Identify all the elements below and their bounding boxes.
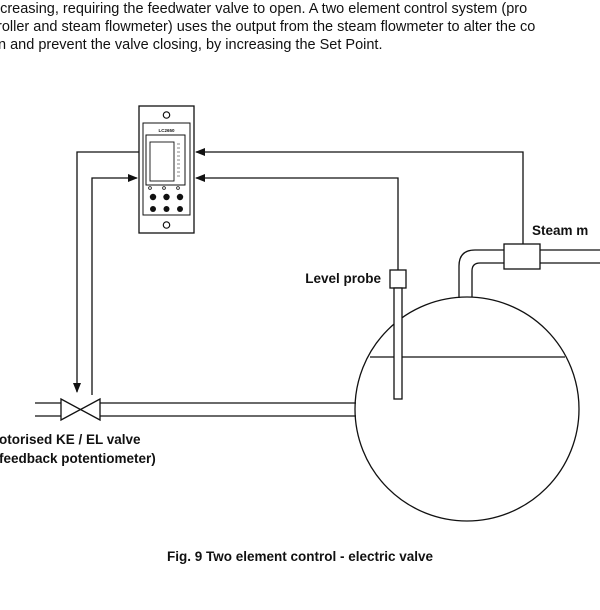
- flowmeter-signal: [195, 148, 524, 248]
- level-probe-icon: [389, 269, 407, 400]
- button-6: [177, 206, 183, 212]
- button-1: [149, 193, 157, 201]
- figure-caption: Fig. 9 Two element control - electric va…: [167, 549, 434, 564]
- button-5: [163, 206, 170, 212]
- led-indicators: [148, 186, 180, 190]
- steam-flowmeter-label: Steam m: [532, 223, 588, 238]
- steam-pipe: [458, 249, 600, 298]
- display-screen: [149, 141, 175, 182]
- mounting-screw-top: [162, 111, 171, 119]
- valve-icon: [60, 397, 101, 422]
- button-4: [150, 206, 156, 212]
- steam-flowmeter-icon: [503, 243, 541, 270]
- description-paragraph: ecreasing, requiring the feedwater valve…: [0, 0, 600, 54]
- level-probe-label: Level probe: [305, 271, 381, 286]
- feedwater-pipe: [35, 402, 356, 417]
- control-buttons: [149, 193, 184, 212]
- button-3: [176, 193, 184, 201]
- button-2: [163, 193, 170, 201]
- valve-label-line-1: otorised KE / EL valve: [0, 432, 141, 447]
- controller-model-label: LC2650: [158, 128, 175, 133]
- valve-label-line-2: feedback potentiometer): [0, 451, 156, 466]
- controller-output-to-valve: [73, 151, 139, 393]
- controller-unit: LC2650: [138, 105, 195, 234]
- paragraph-line-3: n and prevent the valve closing, by incr…: [0, 37, 383, 53]
- level-probe-signal: [195, 174, 399, 270]
- boiler-shell: [354, 296, 580, 522]
- boiler-vessel: [354, 296, 580, 522]
- display-scale: [177, 143, 180, 177]
- signal-lines: [73, 148, 524, 395]
- paragraph-line-1: ecreasing, requiring the feedwater valve…: [0, 1, 528, 17]
- valve-feedback-signal: [91, 174, 138, 395]
- paragraph-line-2: roller and steam flowmeter) uses the out…: [0, 19, 536, 35]
- mounting-screw-bottom: [162, 221, 171, 229]
